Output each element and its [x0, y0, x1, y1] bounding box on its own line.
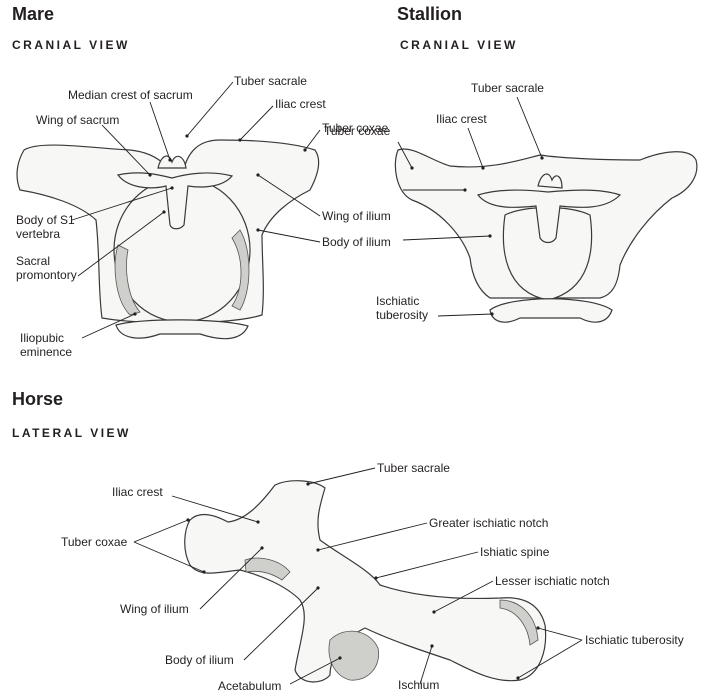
mare-pelvis-drawing: [16, 139, 320, 340]
mare-label-body-ilium: Body of ilium: [322, 235, 391, 249]
stallion-pelvis-drawing: [394, 148, 698, 323]
horse-label-acetabulum: Acetabulum: [218, 679, 282, 693]
horse-label-body-ilium: Body of ilium: [165, 653, 234, 667]
horse-pelvis-drawing: [184, 480, 547, 683]
horse-label-tuber-coxae: Tuber coxae: [61, 535, 128, 549]
horse-label-lesser-ischiatic-notch: Lesser ischiatic notch: [495, 574, 610, 588]
horse-label-greater-ischiatic-notch: Greater ischiatic notch: [429, 516, 549, 530]
mare-label-wing-ilium: Wing of ilium: [322, 209, 391, 223]
stallion-label-tuber-coxae: Tuber coxae: [324, 124, 391, 138]
horse-title: Horse: [12, 389, 64, 409]
horse-label-ischium: Ischium: [398, 678, 440, 692]
mare-title: Mare: [12, 4, 55, 24]
horse-label-tuber-sacrale: Tuber sacrale: [377, 461, 450, 475]
stallion-title: Stallion: [397, 4, 463, 24]
mare-label-tuber-sacrale: Tuber sacrale: [234, 74, 307, 88]
stallion-view-label: CRANIAL VIEW: [400, 38, 518, 52]
mare-label-body-s1: Body of S1 vertebra: [16, 213, 75, 241]
mare-label-iliac-crest: Iliac crest: [275, 97, 326, 111]
mare-label-sacral-promontory: Sacral promontory: [16, 254, 77, 282]
stallion-label-ischiatic-tuberosity: Ischiatic tuberosity: [376, 294, 429, 322]
mare-label-tuber-coxae: Tuber coxae: [322, 121, 389, 135]
horse-view-label: LATERAL VIEW: [12, 426, 131, 440]
mare-view-label: CRANIAL VIEW: [12, 38, 130, 52]
leader-lines: [71, 81, 583, 685]
mare-label-iliopubic-eminence: Iliopubic eminence: [20, 331, 73, 359]
horse-label-ishiatic-spine: Ishiatic spine: [480, 545, 550, 559]
horse-label-iliac-crest: Iliac crest: [112, 485, 163, 499]
horse-label-ischiatic-tuberosity: Ischiatic tuberosity: [585, 633, 684, 647]
horse-label-wing-ilium: Wing of ilium: [120, 602, 189, 616]
mare-label-wing-sacrum: Wing of sacrum: [36, 113, 120, 127]
stallion-label-tuber-sacrale: Tuber sacrale: [471, 81, 544, 95]
stallion-label-iliac-crest: Iliac crest: [436, 112, 487, 126]
mare-label-median-crest: Median crest of sacrum: [68, 88, 193, 102]
